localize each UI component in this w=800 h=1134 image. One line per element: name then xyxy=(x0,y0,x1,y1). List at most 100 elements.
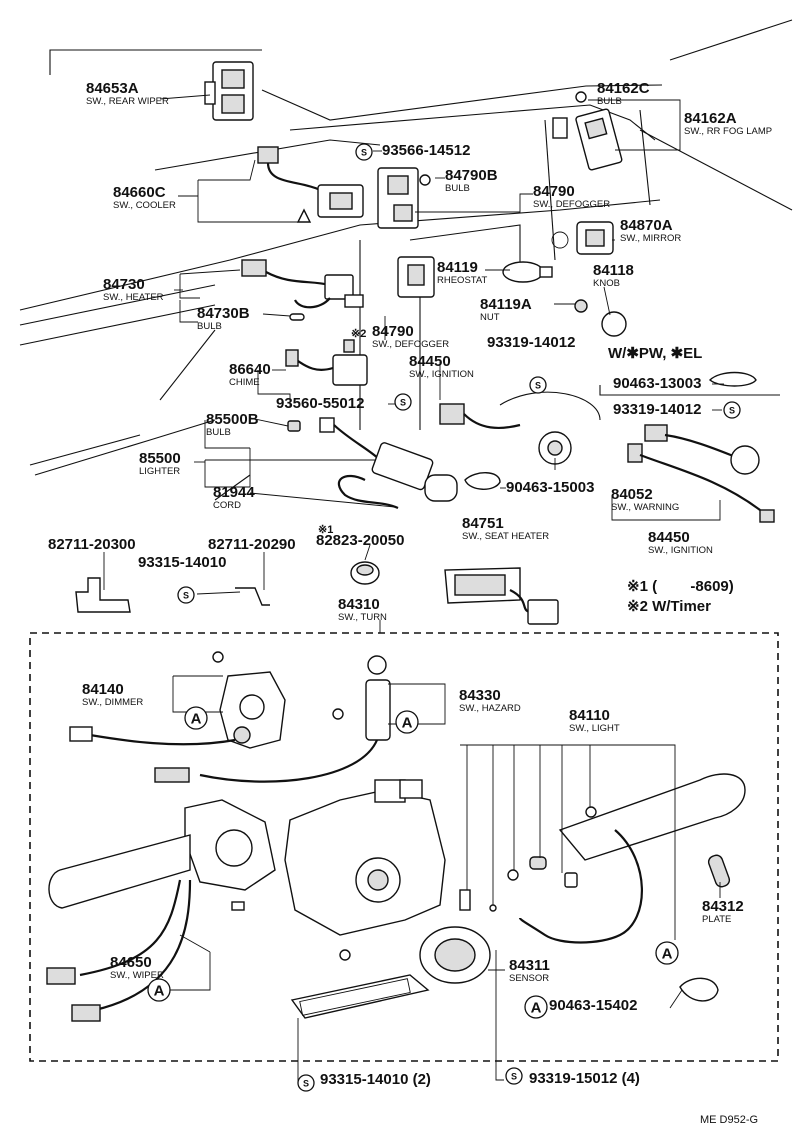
heater-switch xyxy=(241,259,364,309)
part-description: SW., DIMMER xyxy=(82,697,143,708)
part-description: SW., REAR WIPER xyxy=(86,96,169,107)
part-number: 93560-55012 xyxy=(276,395,364,412)
part-description: SW., LIGHT xyxy=(569,723,620,734)
part-number: 84450 xyxy=(409,353,451,370)
part-label-93315-14010-2: 93315-14010 (2) xyxy=(320,1071,431,1088)
part-number: 85500B xyxy=(206,411,259,428)
part-description: SW., HEATER xyxy=(103,292,164,303)
part-description: SW., RR FOG LAMP xyxy=(684,126,772,137)
warning-switch xyxy=(627,371,775,523)
part-number: 84450 xyxy=(648,529,690,546)
part-description: SW., DEFOGGER xyxy=(372,339,449,350)
part-number: 82823-20050 xyxy=(316,532,404,549)
seat-heater-switch xyxy=(444,567,559,625)
part-number: 90463-15003 xyxy=(506,479,594,496)
part-number: 84312 xyxy=(702,898,744,915)
symbol-s: S xyxy=(400,398,406,408)
symbol-a: A xyxy=(191,711,202,728)
part-number: 93319-14012 xyxy=(613,401,701,418)
turn-switch-assembly-box xyxy=(29,632,779,1062)
part-label-93319-14012-a: 93319-14012 xyxy=(487,334,575,351)
part-number: 84119 xyxy=(437,259,478,276)
bracket-82711-20300 xyxy=(75,577,131,613)
part-description: RHEOSTAT xyxy=(437,275,488,286)
circle-symbols: S S S S S S S A A A A A xyxy=(147,143,741,1092)
note-1: ※1 ( -8609) xyxy=(627,578,734,595)
rear-wiper-switch xyxy=(204,61,254,121)
part-label-90463-13003: 90463-13003 xyxy=(613,375,701,392)
part-description: SW., IGNITION xyxy=(409,369,474,380)
turn-switch-body xyxy=(284,779,446,961)
part-label-82823-20050: 82823-20050 xyxy=(316,532,404,549)
rr-fog-lamp-switch xyxy=(552,91,623,171)
part-number: 93566-14512 xyxy=(382,142,470,159)
part-description: PLATE xyxy=(702,914,731,925)
part-number: 84330 xyxy=(459,687,501,704)
part-label-93566-14512: 93566-14512 xyxy=(382,142,470,159)
part-number: 82711-20300 xyxy=(48,536,136,553)
part-number: 84660C xyxy=(113,184,166,201)
symbol-a: A xyxy=(154,983,165,1000)
symbol-s: S xyxy=(511,1072,517,1082)
part-label-90463-15003: 90463-15003 xyxy=(506,479,594,496)
footer-code: ME D952-G xyxy=(700,1114,758,1126)
part-number: 85500 xyxy=(139,450,181,467)
part-number: 81944 xyxy=(213,484,255,501)
part-number: 86640 xyxy=(229,361,271,378)
part-description: BULB xyxy=(197,321,222,332)
symbol-a: A xyxy=(402,715,413,732)
sensor xyxy=(419,926,491,984)
part-number: 84790B xyxy=(445,167,498,184)
hazard-switch xyxy=(154,655,391,783)
part-description: SW., SEAT HEATER xyxy=(462,531,549,542)
part-description: SW., WARNING xyxy=(611,502,679,513)
part-description: CORD xyxy=(213,500,241,511)
part-number: 84162C xyxy=(597,80,650,97)
part-number: 84790 xyxy=(372,323,414,340)
part-number: 90463-15402 xyxy=(549,997,637,1014)
part-number: 93315-14010 xyxy=(138,554,226,571)
part-number: 84052 xyxy=(611,486,653,503)
part-label-93319-15012-4: 93319-15012 (4) xyxy=(529,1070,640,1087)
part-description: SW., WIPER xyxy=(110,970,164,981)
part-number: 84119A xyxy=(480,296,532,313)
part-number: 84751 xyxy=(462,515,504,532)
part-number: 93319-15012 (4) xyxy=(529,1070,640,1087)
bulb-84730b xyxy=(289,313,305,321)
lighter xyxy=(287,417,458,510)
wiper-switch xyxy=(46,799,276,1022)
part-description: CHIME xyxy=(229,377,260,388)
part-description: SW., TURN xyxy=(338,612,387,623)
part-number: 84162A xyxy=(684,110,737,127)
light-switch xyxy=(459,773,746,1002)
footnote-mark-1: ※1 xyxy=(318,524,333,536)
part-number: 84311 xyxy=(509,957,550,974)
part-number: 84790 xyxy=(533,183,575,200)
dimmer-switch xyxy=(69,651,286,749)
mirror-switch xyxy=(551,221,614,255)
cord-clip xyxy=(464,472,501,490)
part-label-82711-20290: 82711-20290 xyxy=(208,536,296,553)
part-number: 84140 xyxy=(82,681,124,698)
part-number: 93319-14012 xyxy=(487,334,575,351)
